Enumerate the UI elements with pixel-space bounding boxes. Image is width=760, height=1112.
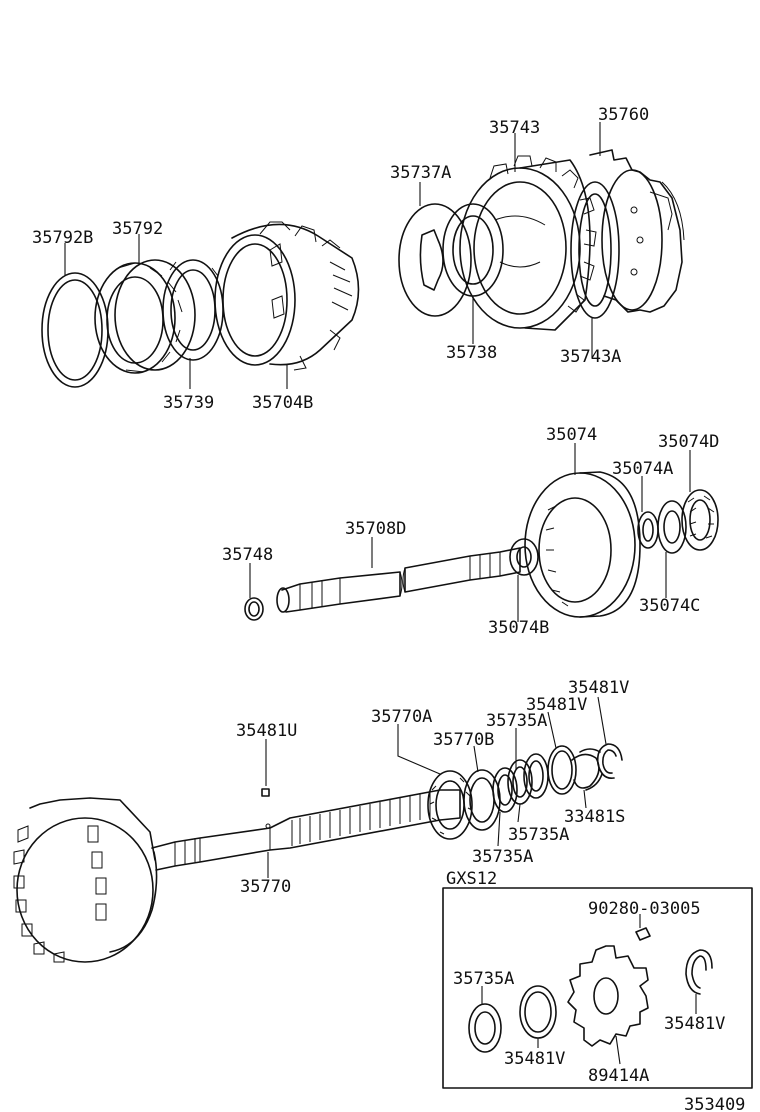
spring-33481S	[571, 748, 603, 791]
label-35735A-low: 35735A	[472, 847, 533, 867]
label-35481U: 35481U	[236, 721, 297, 741]
shaft-35770	[151, 789, 461, 871]
label-89414A: 89414A	[588, 1066, 649, 1086]
bearing-35074D	[681, 489, 719, 551]
label-35748: 35748	[222, 545, 273, 565]
sprocket-89414A	[567, 945, 649, 1047]
snap-ring-35481V-top	[596, 743, 623, 780]
label-35481V-top: 35481V	[568, 678, 629, 698]
label-35738: 35738	[446, 343, 497, 363]
part-labels: 35792B 35792 35739 35704B 35737A 35743 3…	[32, 105, 745, 1112]
label-35735A-mid: 35735A	[508, 825, 569, 845]
pin-90280-03005	[635, 927, 651, 941]
carrier-35760	[589, 149, 685, 313]
snap-ring-35481V-mid	[547, 745, 577, 795]
label-35074D: 35074D	[658, 432, 719, 452]
ring-gear-35074	[524, 471, 641, 618]
label-35792B: 35792B	[32, 228, 93, 248]
snap-ring-35481V-inset-right	[685, 949, 713, 995]
ring-35743A	[570, 181, 620, 319]
label-35770B: 35770B	[433, 730, 494, 750]
thrust-washer-35074B	[509, 538, 539, 576]
label-35770A: 35770A	[371, 707, 432, 727]
label-35792: 35792	[112, 219, 163, 239]
washer-35735A-lower	[492, 767, 518, 813]
label-35481V-mid: 35481V	[526, 695, 587, 715]
inset-title: GXS12	[446, 869, 497, 889]
bushing-35748	[244, 597, 264, 621]
label-35074B: 35074B	[488, 618, 549, 638]
label-35074C: 35074C	[639, 596, 700, 616]
thrust-washer-35739	[162, 259, 224, 361]
label-35074: 35074	[546, 425, 597, 445]
label-35739: 35739	[163, 393, 214, 413]
label-35481V-inset-left: 35481V	[504, 1049, 565, 1069]
label-35704B: 35704B	[252, 393, 313, 413]
thrust-washer-35737A	[398, 203, 472, 317]
bearing-35770A	[427, 770, 473, 840]
label-35481V-inset-right: 35481V	[664, 1014, 725, 1034]
snap-ring-35792B	[41, 272, 109, 388]
thrust-bearing-35738	[442, 203, 504, 297]
label-35760: 35760	[598, 105, 649, 125]
snap-ring-35481V-inset-left	[519, 985, 557, 1039]
race-35074C	[657, 500, 687, 554]
label-35735A-top: 35735A	[486, 711, 547, 731]
leader-lines	[64, 122, 697, 1065]
label-35743A: 35743A	[560, 347, 621, 367]
label-35735A-inset: 35735A	[453, 969, 514, 989]
bearing-35074A	[637, 511, 659, 549]
clutch-drum-35704B	[214, 221, 360, 371]
label-35708D: 35708D	[345, 519, 406, 539]
ball-35481U	[261, 788, 270, 797]
inset-box	[442, 887, 753, 1089]
clutch-hub-35770	[13, 797, 158, 963]
planetary-gear-35743	[459, 155, 597, 331]
label-33481S: 33481S	[564, 807, 625, 827]
label-35743: 35743	[489, 118, 540, 138]
label-35737A: 35737A	[390, 163, 451, 183]
washer-35735A-top	[523, 753, 549, 799]
label-35074A: 35074A	[612, 459, 673, 479]
diagram-id: 353409	[684, 1095, 745, 1112]
washer-35735A-inset	[468, 1003, 502, 1053]
label-35770: 35770	[240, 877, 291, 897]
label-90280-03005: 90280-03005	[588, 899, 701, 919]
shaft-35708D	[276, 547, 521, 613]
